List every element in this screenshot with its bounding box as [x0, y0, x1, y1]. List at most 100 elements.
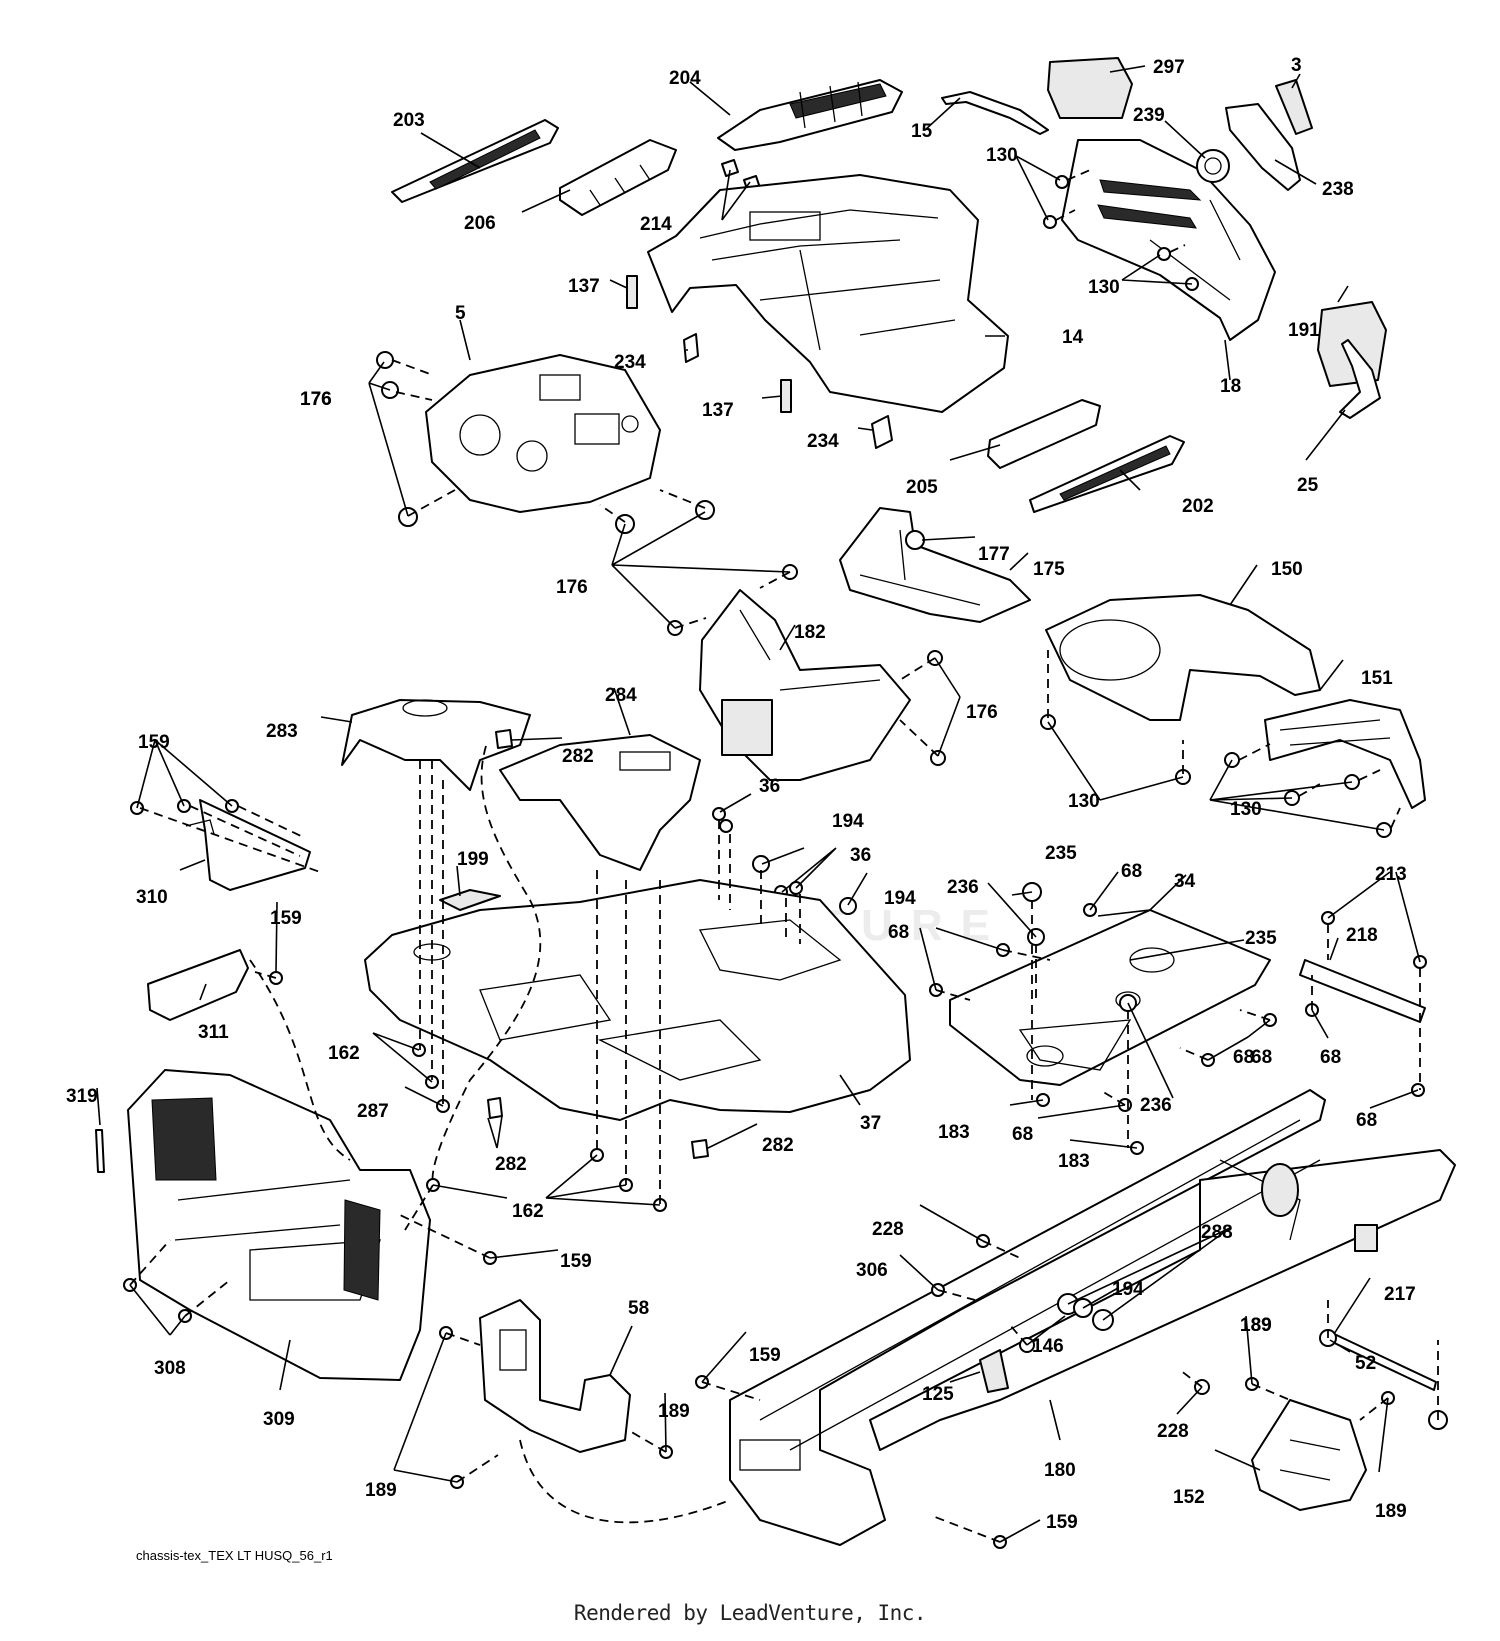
render-credit: Rendered by LeadVenture, Inc. [573, 1601, 927, 1625]
callout-234-a: 234 [614, 352, 646, 373]
part-25-side-trim [1339, 339, 1381, 419]
callout-36-b: 36 [850, 845, 871, 866]
part-137-strip-a [626, 275, 638, 309]
callout-235-a: 235 [1045, 843, 1077, 864]
callout-319: 319 [66, 1086, 98, 1107]
callout-199: 199 [457, 849, 489, 870]
callout-37: 37 [860, 1113, 881, 1134]
callout-3: 3 [1291, 55, 1302, 76]
callout-218: 218 [1346, 925, 1378, 946]
assembly-lines [129, 169, 1439, 1543]
callout-36-a: 36 [759, 776, 780, 797]
callout-204: 204 [669, 68, 701, 89]
part-204-top-vent [717, 79, 903, 151]
callout-175: 175 [1033, 559, 1065, 580]
part-284-console-cover [499, 734, 701, 871]
callout-182: 182 [794, 622, 826, 643]
part-180-frame [729, 1089, 1456, 1546]
callout-189-e: 189 [1240, 1315, 1272, 1336]
callout-194-b: 194 [884, 888, 916, 909]
callout-25: 25 [1297, 475, 1319, 496]
part-182-lower-panel [699, 589, 911, 781]
callout-189-d: 189 [1375, 1501, 1407, 1522]
part-15-trim [941, 91, 1049, 135]
callout-236-b: 236 [1140, 1095, 1172, 1116]
part-282-clip-b [487, 1097, 503, 1119]
callout-176-b: 176 [556, 577, 588, 598]
callout-159-d: 159 [749, 1345, 781, 1366]
callout-284: 284 [605, 685, 637, 706]
callout-130-d: 130 [1230, 799, 1262, 820]
callout-137-a: 137 [568, 276, 600, 297]
callout-177: 177 [978, 544, 1010, 565]
callout-68-d: 68 [1320, 1047, 1341, 1068]
callout-159-e: 159 [1046, 1512, 1078, 1533]
callout-176-d: 176 [300, 389, 332, 410]
callout-310: 310 [136, 887, 168, 908]
callout-189-a: 189 [658, 1401, 690, 1422]
part-283-cover [341, 699, 531, 791]
callout-130-b: 130 [1088, 277, 1120, 298]
callout-146: 146 [1032, 1336, 1064, 1357]
callout-288: 288 [1201, 1222, 1233, 1243]
part-137-strip-b [780, 379, 792, 413]
callout-14: 14 [1062, 327, 1084, 348]
part-319-pin [95, 1129, 105, 1173]
diagram-id: chassis-tex_TEX LT HUSQ_56_r1 [136, 1548, 333, 1563]
part-234-pad-b [871, 415, 893, 449]
callout-151: 151 [1361, 668, 1393, 689]
callout-239: 239 [1133, 105, 1165, 126]
part-205-side-vent [987, 399, 1101, 469]
callout-228-b: 228 [1157, 1421, 1189, 1442]
callout-5: 5 [455, 303, 466, 324]
callout-15: 15 [911, 121, 933, 142]
part-202-side-grille [1029, 435, 1185, 513]
callout-68-c: 68 [1251, 1047, 1272, 1068]
callout-308: 308 [154, 1358, 186, 1379]
callout-214: 214 [640, 214, 672, 235]
part-58-rear-bracket [479, 1299, 631, 1453]
callout-152: 152 [1173, 1487, 1205, 1508]
part-282-clip-c [691, 1139, 709, 1159]
callout-306: 306 [856, 1260, 888, 1281]
callout-282-a: 282 [562, 746, 594, 767]
part-176-bolt-i [930, 750, 946, 766]
callout-282-b: 282 [495, 1154, 527, 1175]
part-214-clip-a [721, 159, 739, 177]
callout-34: 34 [1174, 871, 1196, 892]
callout-68-b: 68 [888, 922, 909, 943]
callout-235-b: 235 [1245, 928, 1277, 949]
callout-125: 125 [922, 1384, 954, 1405]
callout-287: 287 [357, 1101, 389, 1122]
part-18-front-grille [1061, 139, 1276, 341]
callout-194-a: 194 [832, 811, 864, 832]
callout-176-c: 176 [966, 702, 998, 723]
callout-206: 206 [464, 213, 496, 234]
callout-194-c: 194 [1112, 1279, 1144, 1300]
part-130-screw-a [1055, 175, 1069, 189]
part-130-screw-b [1043, 215, 1057, 229]
part-150-fender-liner [1045, 594, 1321, 721]
part-309-rear-panel [127, 1069, 431, 1381]
part-5-dash-panel [425, 354, 661, 513]
part-218-bar [1299, 959, 1426, 1023]
part-37-fender-deck [364, 879, 911, 1121]
callout-189-b: 189 [365, 1480, 397, 1501]
callout-183-b: 183 [1058, 1151, 1090, 1172]
callout-labels: 3 5 14 15 18 25 34 36 36 37 52 58 68 68 … [66, 55, 1416, 1533]
part-36-screw-b [719, 819, 733, 833]
callout-228-a: 228 [872, 1219, 904, 1240]
callout-213: 213 [1375, 864, 1407, 885]
leader-lines [96, 65, 1421, 1543]
callout-52: 52 [1355, 1353, 1376, 1374]
callout-236-a: 236 [947, 877, 979, 898]
callout-159-b: 159 [270, 908, 302, 929]
part-206-vent-bracket [559, 139, 677, 216]
callout-68-f: 68 [1356, 1110, 1377, 1131]
callout-183-a: 183 [938, 1122, 970, 1143]
callout-202: 202 [1182, 496, 1214, 517]
part-310-bracket [199, 799, 311, 891]
callout-58: 58 [628, 1298, 649, 1319]
callout-234-b: 234 [807, 431, 839, 452]
